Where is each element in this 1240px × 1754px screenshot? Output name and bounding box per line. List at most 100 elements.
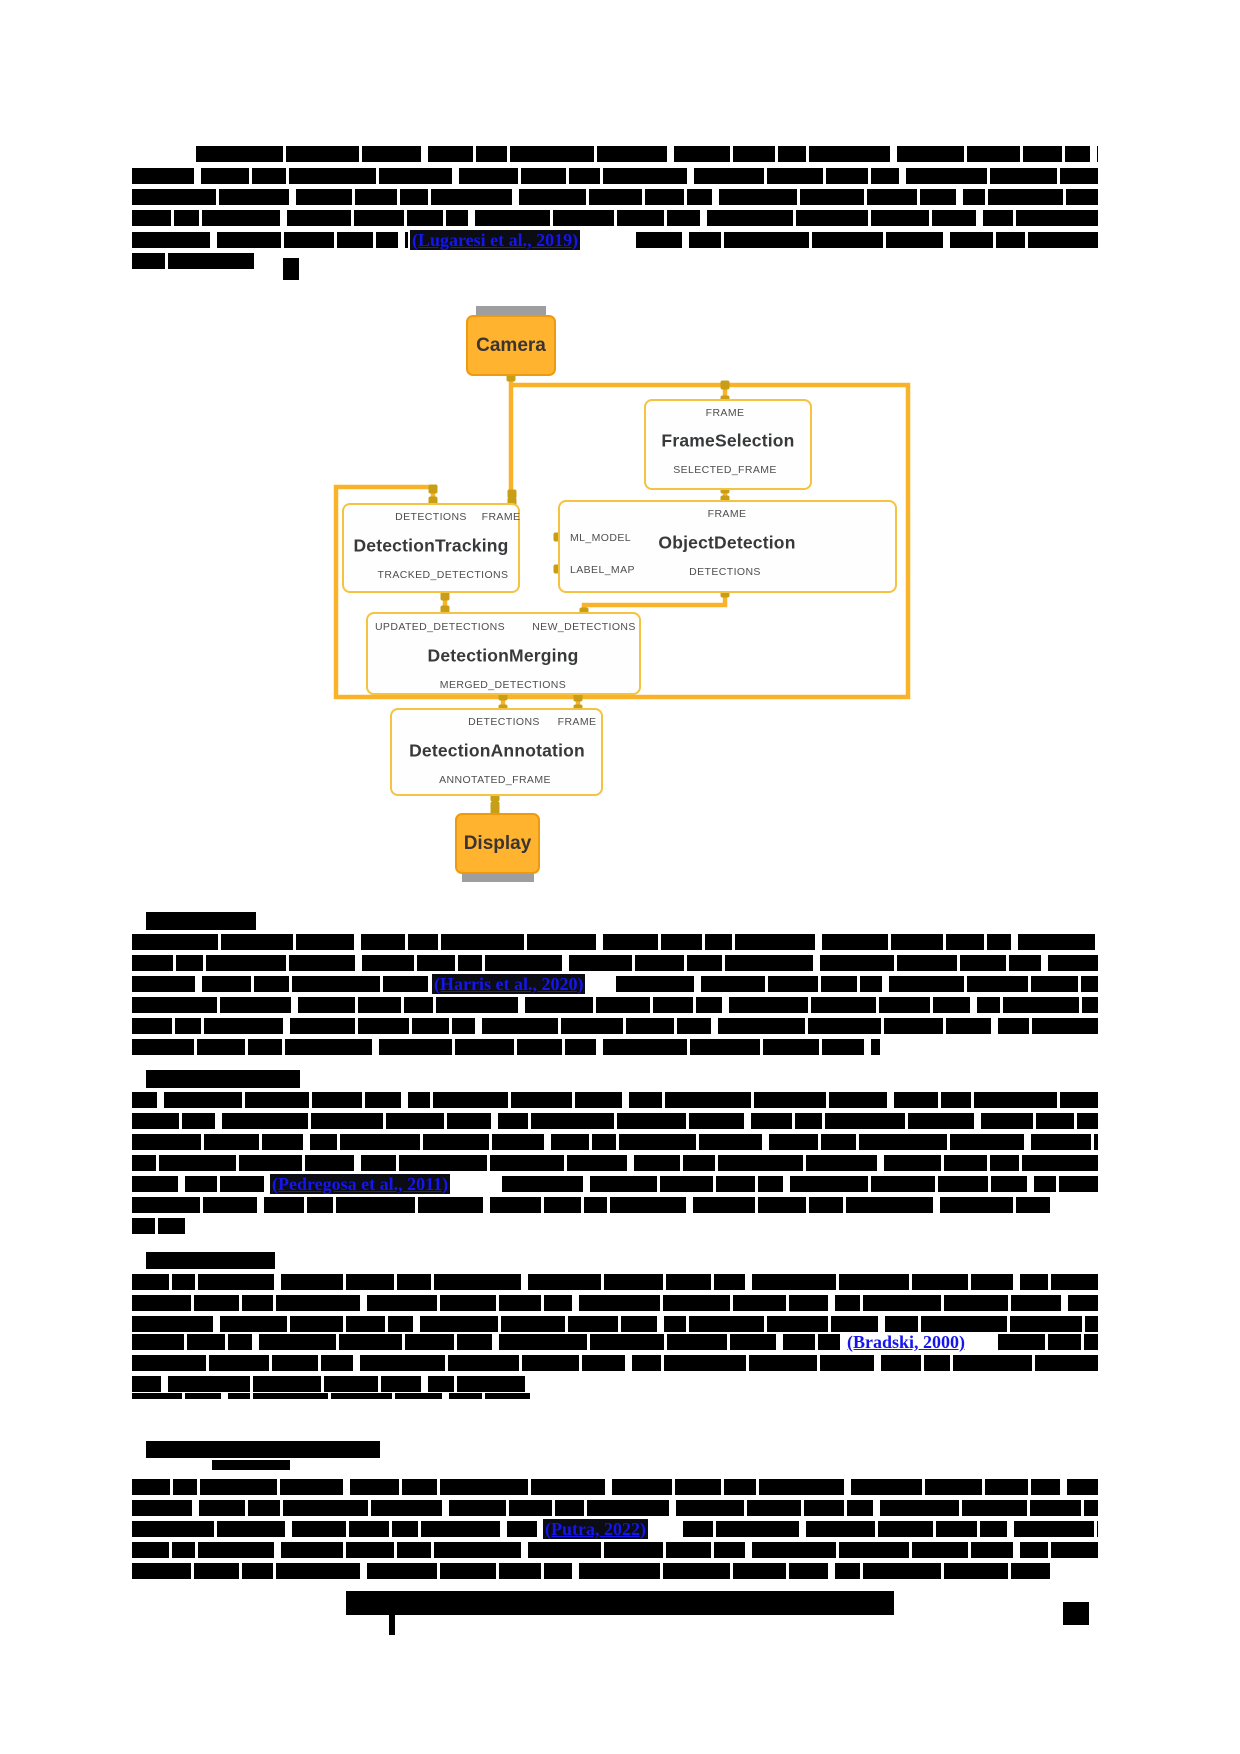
citation-link-harris[interactable]: (Harris et al., 2020): [432, 974, 586, 994]
redacted-text-line: [590, 1334, 664, 1350]
citation-link-pedregosa[interactable]: (Pedregosa et al., 2011): [270, 1174, 451, 1194]
redacted-text-line: [397, 1274, 431, 1290]
redacted-text-line: [501, 1316, 565, 1332]
redacted-text-line: [871, 210, 929, 226]
redacted-text-line: [280, 1479, 343, 1495]
redacted-text-line: [894, 1092, 938, 1108]
redacted-text-line: [242, 1295, 273, 1311]
connector-dot: [507, 489, 517, 499]
redacted-text-line: [544, 1563, 572, 1579]
redacted-text-line: [569, 955, 632, 971]
redacted-text-line: [1035, 1355, 1098, 1371]
redacted-text-line: [336, 1197, 415, 1213]
redacted-text-line: [194, 1295, 239, 1311]
port-label-frame: FRAME: [481, 511, 521, 523]
redacted-text-line: [321, 1355, 353, 1371]
redacted-text-line: [950, 232, 993, 248]
redacted-heading: [212, 1460, 290, 1470]
redacted-text-line: [912, 1274, 968, 1290]
redacted-footer-link[interactable]: [346, 1591, 894, 1615]
redacted-text-line: [202, 210, 280, 226]
redacted-text-line: [287, 210, 351, 226]
redacted-text-line: [944, 1295, 1008, 1311]
port-label-frame: FRAME: [557, 716, 597, 728]
redacted-text-line: [718, 1155, 803, 1171]
redacted-text-line: [664, 1355, 746, 1371]
redacted-text-line: [981, 1113, 1033, 1129]
redacted-text-line: [667, 1334, 727, 1350]
redacted-text-line: [729, 997, 808, 1013]
redacted-text-line: [412, 1018, 449, 1034]
redacted-text-line: [617, 1113, 686, 1129]
redacted-text-line: [264, 1197, 304, 1213]
redacted-text-line: [1030, 1500, 1081, 1516]
redacted-text-line: [350, 1479, 399, 1495]
redacted-text-line: [714, 1274, 745, 1290]
port-label-detections: DETECTIONS: [689, 566, 761, 578]
node-title-objectdetection: ObjectDetection: [658, 532, 796, 553]
citation-link-bradski[interactable]: (Bradski, 2000): [845, 1332, 968, 1352]
redacted-text-line: [354, 210, 404, 226]
redacted-text-line: [626, 1018, 674, 1034]
redacted-text-line: [1028, 232, 1098, 248]
redacted-text-line: [253, 1376, 321, 1392]
citation-link-lugaresi[interactable]: (Lugaresi et al., 2019): [410, 230, 581, 250]
node-detectionmerging: [366, 612, 641, 695]
port-label-annotated_frame: ANNOTATED_FRAME: [439, 774, 551, 786]
redacted-text-line: [612, 1479, 672, 1495]
redacted-text-line: [379, 168, 452, 184]
redacted-text-line: [831, 1316, 878, 1332]
redacted-text-line: [1048, 955, 1098, 971]
redacted-text-line: [292, 1521, 346, 1537]
redacted-text-line: [132, 955, 173, 971]
redacted-text-line: [897, 955, 957, 971]
node-title-detectiontracking: DetectionTracking: [353, 535, 509, 556]
redacted-text-line: [808, 1018, 881, 1034]
redacted-heading: [146, 1252, 275, 1269]
redacted-text-line: [217, 232, 281, 248]
redacted-text-line: [507, 1521, 537, 1537]
redacted-text-line: [402, 1479, 437, 1495]
redacted-text-line: [590, 1176, 657, 1192]
redacted-text-line: [960, 955, 1006, 971]
redacted-text-line: [818, 1334, 840, 1350]
redacted-text-line: [825, 1113, 905, 1129]
redacted-text-line: [521, 168, 566, 184]
redacted-text-line: [198, 1542, 274, 1558]
redacted-text-line: [977, 997, 1000, 1013]
redacted-text-line: [579, 1295, 660, 1311]
redacted-text-line: [361, 934, 405, 950]
redacted-text-line: [653, 997, 693, 1013]
redacted-text-line: [859, 1134, 947, 1150]
redacted-text-line: [705, 934, 732, 950]
redacted-text-line: [846, 1197, 933, 1213]
redacted-text-line: [889, 976, 964, 992]
redacted-text-line: [434, 1542, 521, 1558]
redacted-text-line: [172, 1542, 195, 1558]
redacted-text-line: [1016, 210, 1098, 226]
redacted-text-line: [528, 1274, 601, 1290]
connector-dot: [490, 801, 500, 811]
redacted-text-line: [440, 1563, 496, 1579]
redacted-text-line: [645, 189, 684, 205]
redacted-text-line: [812, 232, 883, 248]
redacted-text-line: [990, 168, 1057, 184]
redacted-text-line: [418, 1197, 483, 1213]
redacted-text-line: [839, 1542, 909, 1558]
redacted-text-line: [718, 1018, 805, 1034]
redacted-text-line: [1060, 1092, 1098, 1108]
citation-link-putra[interactable]: (Putra, 2022): [543, 1519, 648, 1539]
redacted-text-line: [485, 955, 562, 971]
redacted-text-line: [1031, 976, 1078, 992]
redacted-text-line: [561, 1018, 623, 1034]
redacted-text-line: [448, 1355, 519, 1371]
redacted-text-line: [879, 997, 930, 1013]
redacted-text-line: [490, 1155, 564, 1171]
redacted-text-line: [565, 1039, 596, 1055]
redacted-text-line: [132, 1393, 182, 1399]
redacted-text-line: [1065, 146, 1090, 162]
redacted-text-line: [1077, 1113, 1098, 1129]
redacted-text-line: [1020, 1542, 1048, 1558]
